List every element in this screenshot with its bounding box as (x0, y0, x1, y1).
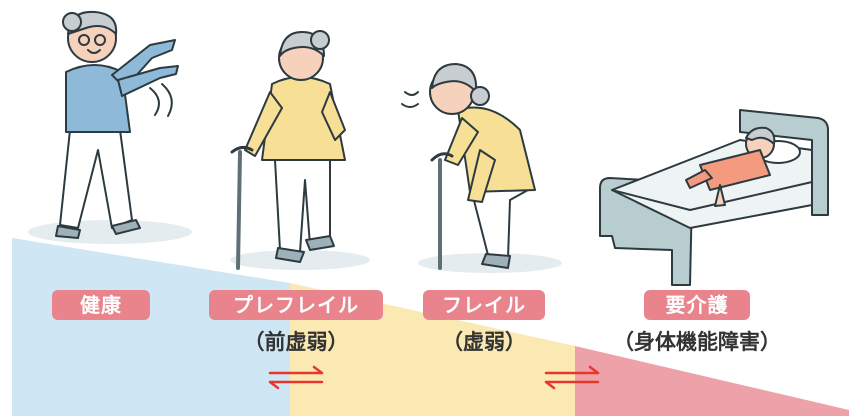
stage-label-prefrail: プレフレイル (209, 290, 383, 320)
stage-label-care: 要介護 (644, 290, 750, 320)
stage-label-frail: フレイル (423, 290, 545, 320)
healthy-figure (55, 10, 179, 239)
healthy-band (12, 238, 290, 416)
frail-figure (401, 63, 536, 270)
care-band (575, 346, 849, 416)
stage-sub-frail: （虚弱） (442, 330, 526, 354)
reversible-arrow-icon (268, 365, 324, 390)
prefrail-figure (230, 30, 346, 270)
stage-sub-prefrail: （前虚弱） (243, 330, 349, 354)
stage-sub-care: （身体機能障害） (613, 330, 781, 354)
reversible-arrow-icon (544, 365, 600, 390)
bedridden-figure (599, 109, 829, 286)
stage-label-healthy: 健康 (52, 290, 150, 320)
